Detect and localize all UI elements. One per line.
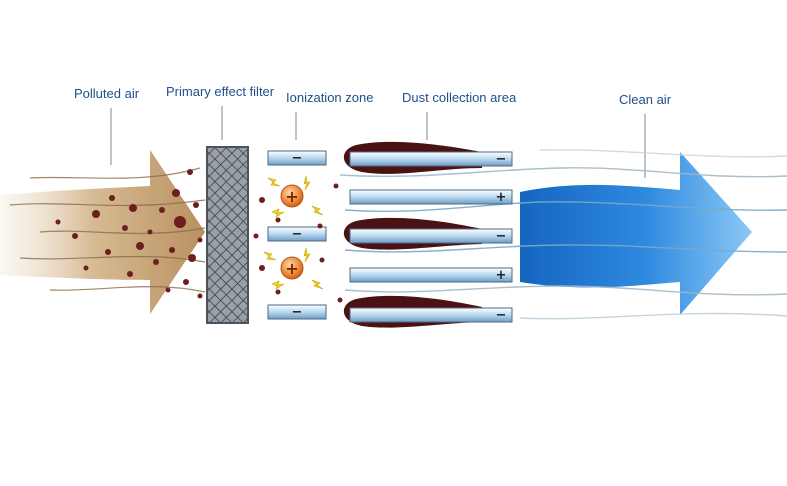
ion-plate: − [267,304,327,320]
dust-particles [253,183,343,303]
ion-icon: + [280,184,304,208]
ion-plate: − [267,226,327,242]
polluted-air-arrow [0,150,206,314]
collector-plate-sign: − [496,152,507,167]
label-clean-air: Clean air [619,92,672,107]
leader-lines [110,106,646,178]
collector-plate: − [349,151,513,167]
ion-plate-sign: − [292,151,303,166]
spark-icon [263,175,324,290]
collector-plate-sign: − [496,308,507,323]
ion-sign: + [285,187,298,206]
label-primary-effect-filter: Primary effect filter [166,84,275,99]
label-dust-collection-area: Dust collection area [402,90,517,105]
collector-plate: − [349,228,513,244]
collector-plate: + [349,267,513,283]
label-polluted-air: Polluted air [74,86,140,101]
ion-plate: − [267,150,327,166]
airflow-lines [339,149,787,320]
ion-icon: + [280,256,304,280]
ion-sign: + [285,259,298,278]
collector-plate-sign: − [496,229,507,244]
primary-effect-filter [206,146,249,324]
ion-plate-sign: − [292,305,303,320]
ion-plate-sign: − [292,227,303,242]
clean-air-arrow [520,152,752,315]
collector-plate-sign: + [496,190,507,205]
dust-particles [55,169,203,299]
dust-collection-area: − + − + − [343,141,513,328]
collector-plate: − [349,307,513,323]
collector-plate-sign: + [496,268,507,283]
collector-plate: + [349,189,513,205]
ionization-zone: − − − + + [253,150,343,320]
label-ionization-zone: Ionization zone [286,90,373,105]
